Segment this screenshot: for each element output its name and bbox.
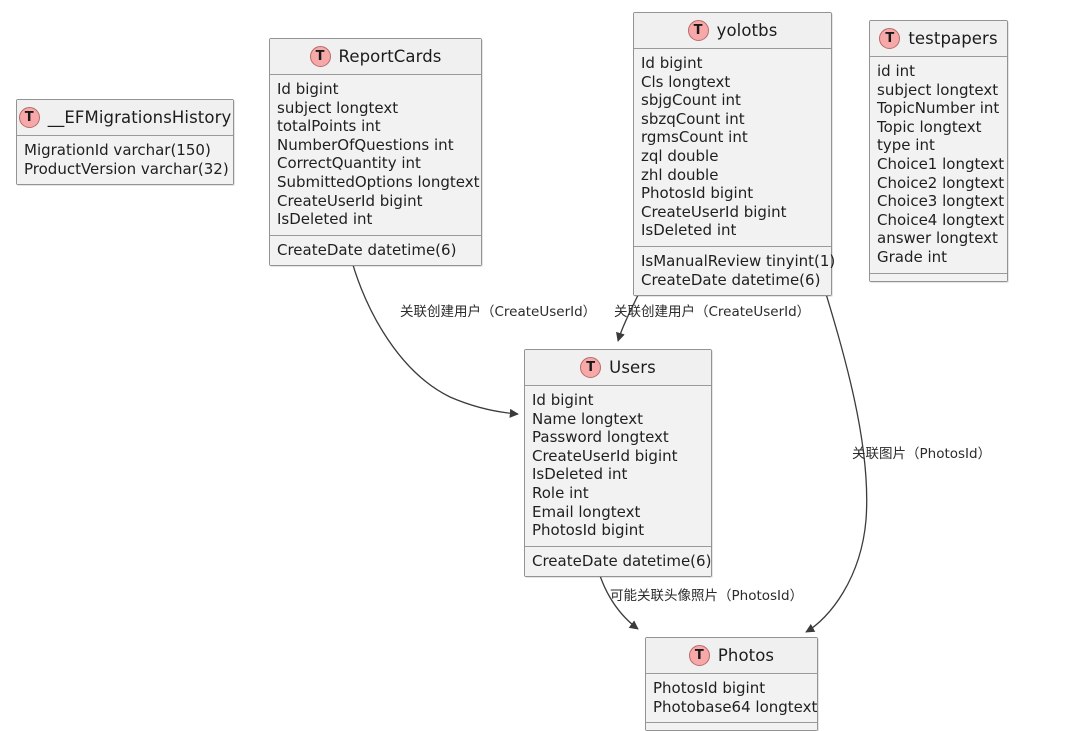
table-icon: T: [687, 20, 709, 41]
entity-field: SubmittedOptions longtext: [277, 172, 480, 191]
entity-title: Users: [609, 358, 656, 377]
entity-header: T yolotbs: [634, 13, 831, 49]
entity-field: IsDeleted int: [641, 221, 737, 240]
entity-title: yolotbs: [716, 21, 778, 40]
entity-field: Choice4 longtext: [877, 210, 1005, 229]
entity-field: CreateDate datetime(6): [641, 270, 821, 289]
table-icon: T: [309, 46, 331, 67]
edge-label-users-photos: 可能关联头像照片（PhotosId）: [610, 588, 804, 604]
table-icon: T: [18, 107, 40, 128]
entity-field: IsDeleted int: [532, 465, 628, 484]
entity-header: T __EFMigrationsHistory: [17, 100, 233, 136]
entity-field: Choice2 longtext: [877, 173, 1005, 192]
entity-title: testpapers: [908, 29, 998, 48]
entity-footer-list: [870, 272, 1007, 281]
entity-field: Choice3 longtext: [877, 192, 1005, 211]
entity-footer-list: CreateDate datetime(6): [525, 545, 712, 577]
entity-field: id int: [877, 62, 916, 80]
entity-photos[interactable]: T Photos PhotosId bigint Photobase64 lon…: [645, 637, 818, 731]
entity-field: CreateUserId bigint: [277, 191, 423, 210]
entity-field: rgmsCount int: [641, 128, 748, 147]
entity-field: CreateDate datetime(6): [277, 240, 457, 259]
edge-label-yolotbs-photos: 关联图片（PhotosId）: [852, 446, 992, 462]
entity-field: Name longtext: [532, 409, 643, 428]
entity-header: T testpapers: [870, 21, 1007, 57]
entity-field: sbjgCount int: [641, 91, 741, 110]
entity-field: PhotosId bigint: [641, 184, 754, 203]
entity-field: Id bigint: [641, 54, 703, 72]
entity-header: T Users: [525, 350, 711, 386]
entity-field-list: PhotosId bigint Photobase64 longtext: [646, 674, 818, 723]
entity-reportcards[interactable]: T ReportCards Id bigint subject longtext…: [269, 38, 482, 267]
entity-field: NumberOfQuestions int: [277, 135, 454, 154]
entity-field-list: id int subject longtext TopicNumber int …: [870, 57, 1007, 273]
entity-header: T Photos: [646, 638, 817, 674]
entity-field: Password longtext: [532, 428, 669, 447]
entity-title: ReportCards: [338, 47, 442, 66]
entity-field: IsManualReview tinyint(1): [641, 251, 836, 270]
entity-field: Role int: [532, 483, 589, 502]
entity-field: type int: [877, 136, 935, 155]
entity-field: subject longtext: [277, 98, 399, 117]
entity-field: CreateUserId bigint: [532, 446, 678, 465]
edge-label-reportcards-users: 关联创建用户（CreateUserId）: [400, 304, 597, 320]
entity-field: Photobase64 longtext: [653, 697, 818, 716]
entity-field: PhotosId bigint: [653, 679, 766, 697]
entity-footer-list: [646, 722, 817, 731]
entity-field: CreateUserId bigint: [641, 202, 787, 221]
entity-field: Topic longtext: [877, 117, 982, 136]
entity-efmigrationshistory[interactable]: T __EFMigrationsHistory MigrationId varc…: [16, 99, 234, 186]
entity-field: IsDeleted int: [277, 210, 373, 229]
entity-footer-list: CreateDate datetime(6): [270, 234, 481, 266]
entity-title: Photos: [717, 646, 775, 665]
entity-field: subject longtext: [877, 80, 999, 99]
table-icon: T: [580, 357, 602, 378]
entity-users[interactable]: T Users Id bigint Name longtext Password…: [524, 349, 712, 578]
entity-field-list: Id bigint Cls longtext sbjgCount int sbz…: [634, 49, 831, 246]
entity-field: CorrectQuantity int: [277, 154, 421, 173]
entity-field-list: Id bigint subject longtext totalPoints i…: [270, 75, 481, 235]
entity-field: zql double: [641, 146, 719, 165]
entity-field: Id bigint: [532, 391, 594, 409]
entity-field: Choice1 longtext: [877, 154, 1005, 173]
entity-field-list: MigrationId varchar(150) ProductVersion …: [17, 136, 233, 185]
entity-field: zhl double: [641, 165, 719, 184]
entity-field: Grade int: [877, 247, 948, 266]
entity-field: MigrationId varchar(150): [24, 141, 211, 159]
edge-label-yolotbs-users: 关联创建用户（CreateUserId）: [614, 304, 811, 320]
entity-field-list: Id bigint Name longtext Password longtex…: [525, 386, 711, 546]
table-icon: T: [688, 645, 710, 666]
entity-field: totalPoints int: [277, 117, 381, 136]
entity-field: PhotosId bigint: [532, 521, 645, 540]
table-icon: T: [879, 28, 901, 49]
entity-field: Email longtext: [532, 502, 641, 521]
entity-field: TopicNumber int: [877, 99, 1000, 118]
entity-yolotbs[interactable]: T yolotbs Id bigint Cls longtext sbjgCou…: [633, 12, 836, 297]
entity-field: Id bigint: [277, 80, 339, 98]
entity-field: sbzqCount int: [641, 109, 745, 128]
entity-field: CreateDate datetime(6): [532, 551, 712, 570]
entity-field: Cls longtext: [641, 72, 731, 91]
entity-testpapers[interactable]: T testpapers id int subject longtext Top…: [869, 20, 1008, 282]
entity-field: ProductVersion varchar(32): [24, 159, 229, 178]
entity-field: answer longtext: [877, 229, 998, 248]
entity-title: __EFMigrationsHistory: [47, 108, 232, 127]
edge-reportcards-users: [347, 245, 519, 418]
entity-footer-list: IsManualReview tinyint(1) CreateDate dat…: [634, 245, 836, 296]
entity-header: T ReportCards: [270, 39, 481, 75]
